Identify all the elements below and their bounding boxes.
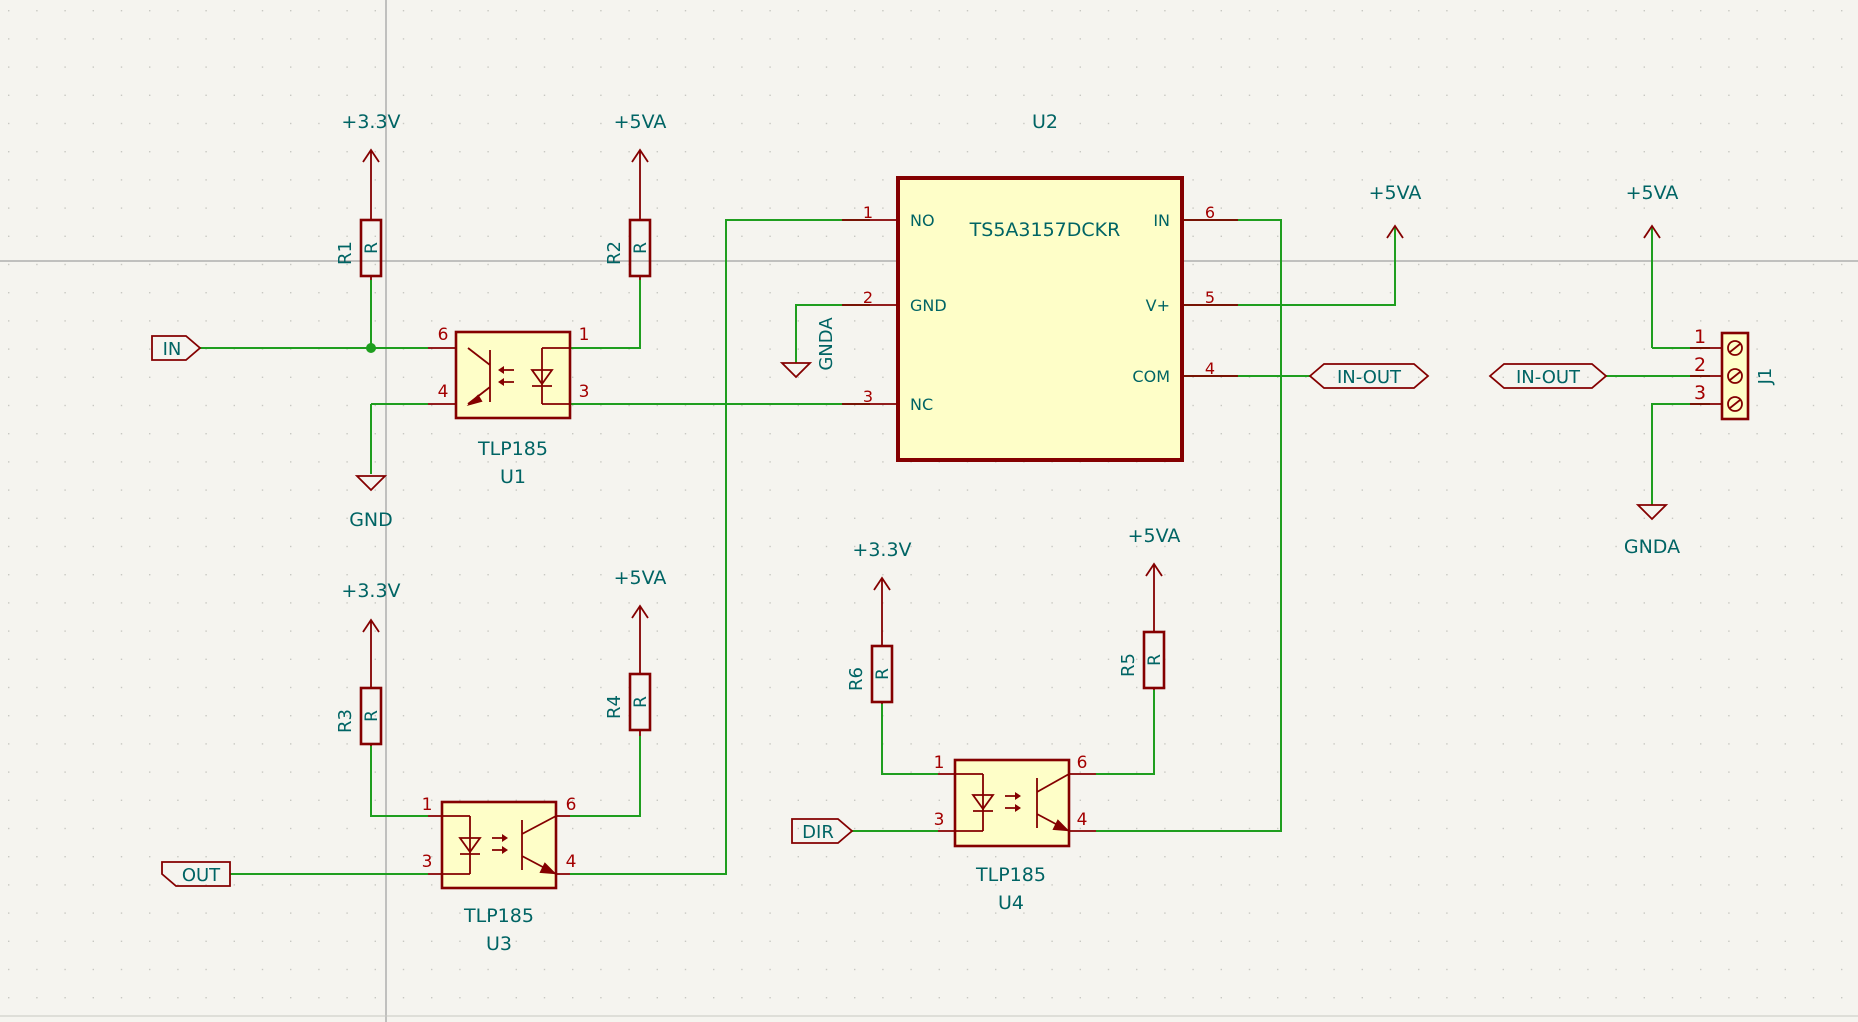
svg-text:R4: R4	[604, 695, 625, 719]
svg-text:3: 3	[1694, 382, 1706, 404]
svg-text:NO: NO	[910, 211, 935, 230]
resistor-r4: R R4	[604, 638, 652, 736]
svg-text:GNDA: GNDA	[816, 317, 837, 371]
svg-text:GND: GND	[910, 296, 947, 315]
svg-text:+5VA: +5VA	[1128, 525, 1181, 547]
label-out: OUT	[161, 861, 231, 887]
svg-text:1: 1	[579, 325, 590, 345]
svg-text:+5VA: +5VA	[614, 111, 667, 133]
svg-text:+3.3V: +3.3V	[341, 580, 400, 602]
svg-text:R: R	[362, 242, 382, 254]
label-in-out-u2: IN-OUT	[1308, 363, 1430, 389]
svg-text:R: R	[631, 696, 651, 708]
svg-text:+5VA: +5VA	[1369, 182, 1422, 204]
analog-switch-u2: U2 TS5A3157DCKR NO GND NC IN V+ COM 1 2 …	[842, 111, 1238, 462]
power-5va-u2: +5VA	[1369, 182, 1422, 239]
svg-text:2: 2	[1694, 354, 1706, 376]
svg-text:6: 6	[438, 325, 449, 345]
svg-text:U3: U3	[486, 933, 512, 955]
power-5va-j1: +5VA	[1626, 182, 1679, 239]
svg-text:IN: IN	[1153, 211, 1170, 230]
svg-text:R: R	[873, 668, 893, 680]
svg-text:1: 1	[1694, 326, 1706, 348]
junction-dot	[366, 343, 376, 353]
optocoupler-u4: 1 3 6 4 TLP185 U4	[934, 753, 1096, 914]
svg-text:COM: COM	[1132, 367, 1170, 386]
svg-text:DIR: DIR	[802, 822, 834, 843]
optocoupler-u1: 6 4 1 3 TLP185 U1	[428, 325, 589, 488]
svg-text:GNDA: GNDA	[1624, 536, 1680, 558]
label-in: IN	[151, 335, 202, 361]
svg-text:GND: GND	[349, 509, 393, 531]
optocoupler-u3: 1 3 6 4 TLP185 U3	[422, 795, 577, 955]
label-dir: DIR	[791, 818, 854, 844]
svg-text:R2: R2	[604, 241, 625, 265]
svg-text:TS5A3157DCKR: TS5A3157DCKR	[969, 219, 1121, 241]
svg-text:4: 4	[1205, 359, 1215, 378]
resistor-r6: R R6	[846, 608, 894, 704]
svg-text:3: 3	[863, 387, 873, 406]
gnda-j1: GNDA	[1624, 504, 1680, 558]
resistor-r1: R R1	[335, 180, 383, 280]
svg-text:6: 6	[1077, 753, 1088, 773]
svg-text:+5VA: +5VA	[1626, 182, 1679, 204]
grid	[8, 10, 1843, 999]
power-5va-r5: +5VA	[1128, 525, 1181, 594]
svg-text:U2: U2	[1032, 111, 1058, 133]
svg-text:3: 3	[579, 382, 590, 402]
power-5va-r4: +5VA	[614, 567, 667, 638]
gnd-u1: GND	[349, 475, 393, 531]
resistor-r5: R R5	[1118, 594, 1166, 690]
svg-text:1: 1	[934, 753, 945, 773]
svg-text:R: R	[362, 710, 382, 722]
label-in-out-j1: IN-OUT	[1488, 363, 1608, 389]
svg-text:R3: R3	[335, 709, 356, 733]
power-3v3-r6: +3.3V	[852, 539, 912, 608]
svg-text:R5: R5	[1118, 653, 1139, 677]
svg-text:4: 4	[438, 382, 449, 402]
svg-text:IN-OUT: IN-OUT	[1516, 367, 1581, 388]
svg-text:U4: U4	[998, 892, 1024, 914]
svg-text:1: 1	[422, 795, 433, 815]
svg-text:J1: J1	[1755, 368, 1776, 386]
svg-text:1: 1	[863, 203, 873, 222]
svg-text:V+: V+	[1146, 296, 1170, 315]
svg-text:4: 4	[1077, 810, 1088, 830]
power-3v3-r1: +3.3V	[341, 111, 401, 180]
svg-text:TLP185: TLP185	[975, 864, 1046, 886]
svg-text:R: R	[1145, 654, 1165, 666]
power-5va-r2: +5VA	[614, 111, 667, 180]
svg-text:3: 3	[422, 852, 433, 872]
svg-text:R1: R1	[335, 241, 356, 265]
svg-text:+5VA: +5VA	[614, 567, 667, 589]
svg-text:OUT: OUT	[182, 865, 221, 886]
svg-text:3: 3	[934, 810, 945, 830]
connector-j1: 1 2 3 J1	[1690, 326, 1776, 421]
svg-text:U1: U1	[500, 466, 526, 488]
screw-terminal-icon	[1727, 340, 1743, 412]
svg-text:4: 4	[566, 852, 577, 872]
svg-text:R6: R6	[846, 667, 867, 691]
svg-text:R: R	[631, 242, 651, 254]
svg-text:6: 6	[566, 795, 577, 815]
svg-text:TLP185: TLP185	[477, 438, 548, 460]
resistor-r2: R R2	[604, 180, 652, 280]
svg-text:IN-OUT: IN-OUT	[1337, 367, 1402, 388]
svg-text:+3.3V: +3.3V	[341, 111, 400, 133]
power-3v3-r3: +3.3V	[341, 580, 401, 648]
svg-text:+3.3V: +3.3V	[852, 539, 911, 561]
svg-text:5: 5	[1205, 288, 1215, 307]
svg-text:NC: NC	[910, 395, 933, 414]
svg-text:2: 2	[863, 288, 873, 307]
gnda-u2: GNDA	[779, 317, 837, 379]
resistor-r3: R R3	[335, 648, 383, 746]
svg-text:6: 6	[1205, 203, 1215, 222]
svg-text:IN: IN	[163, 339, 182, 360]
svg-text:TLP185: TLP185	[463, 905, 534, 927]
